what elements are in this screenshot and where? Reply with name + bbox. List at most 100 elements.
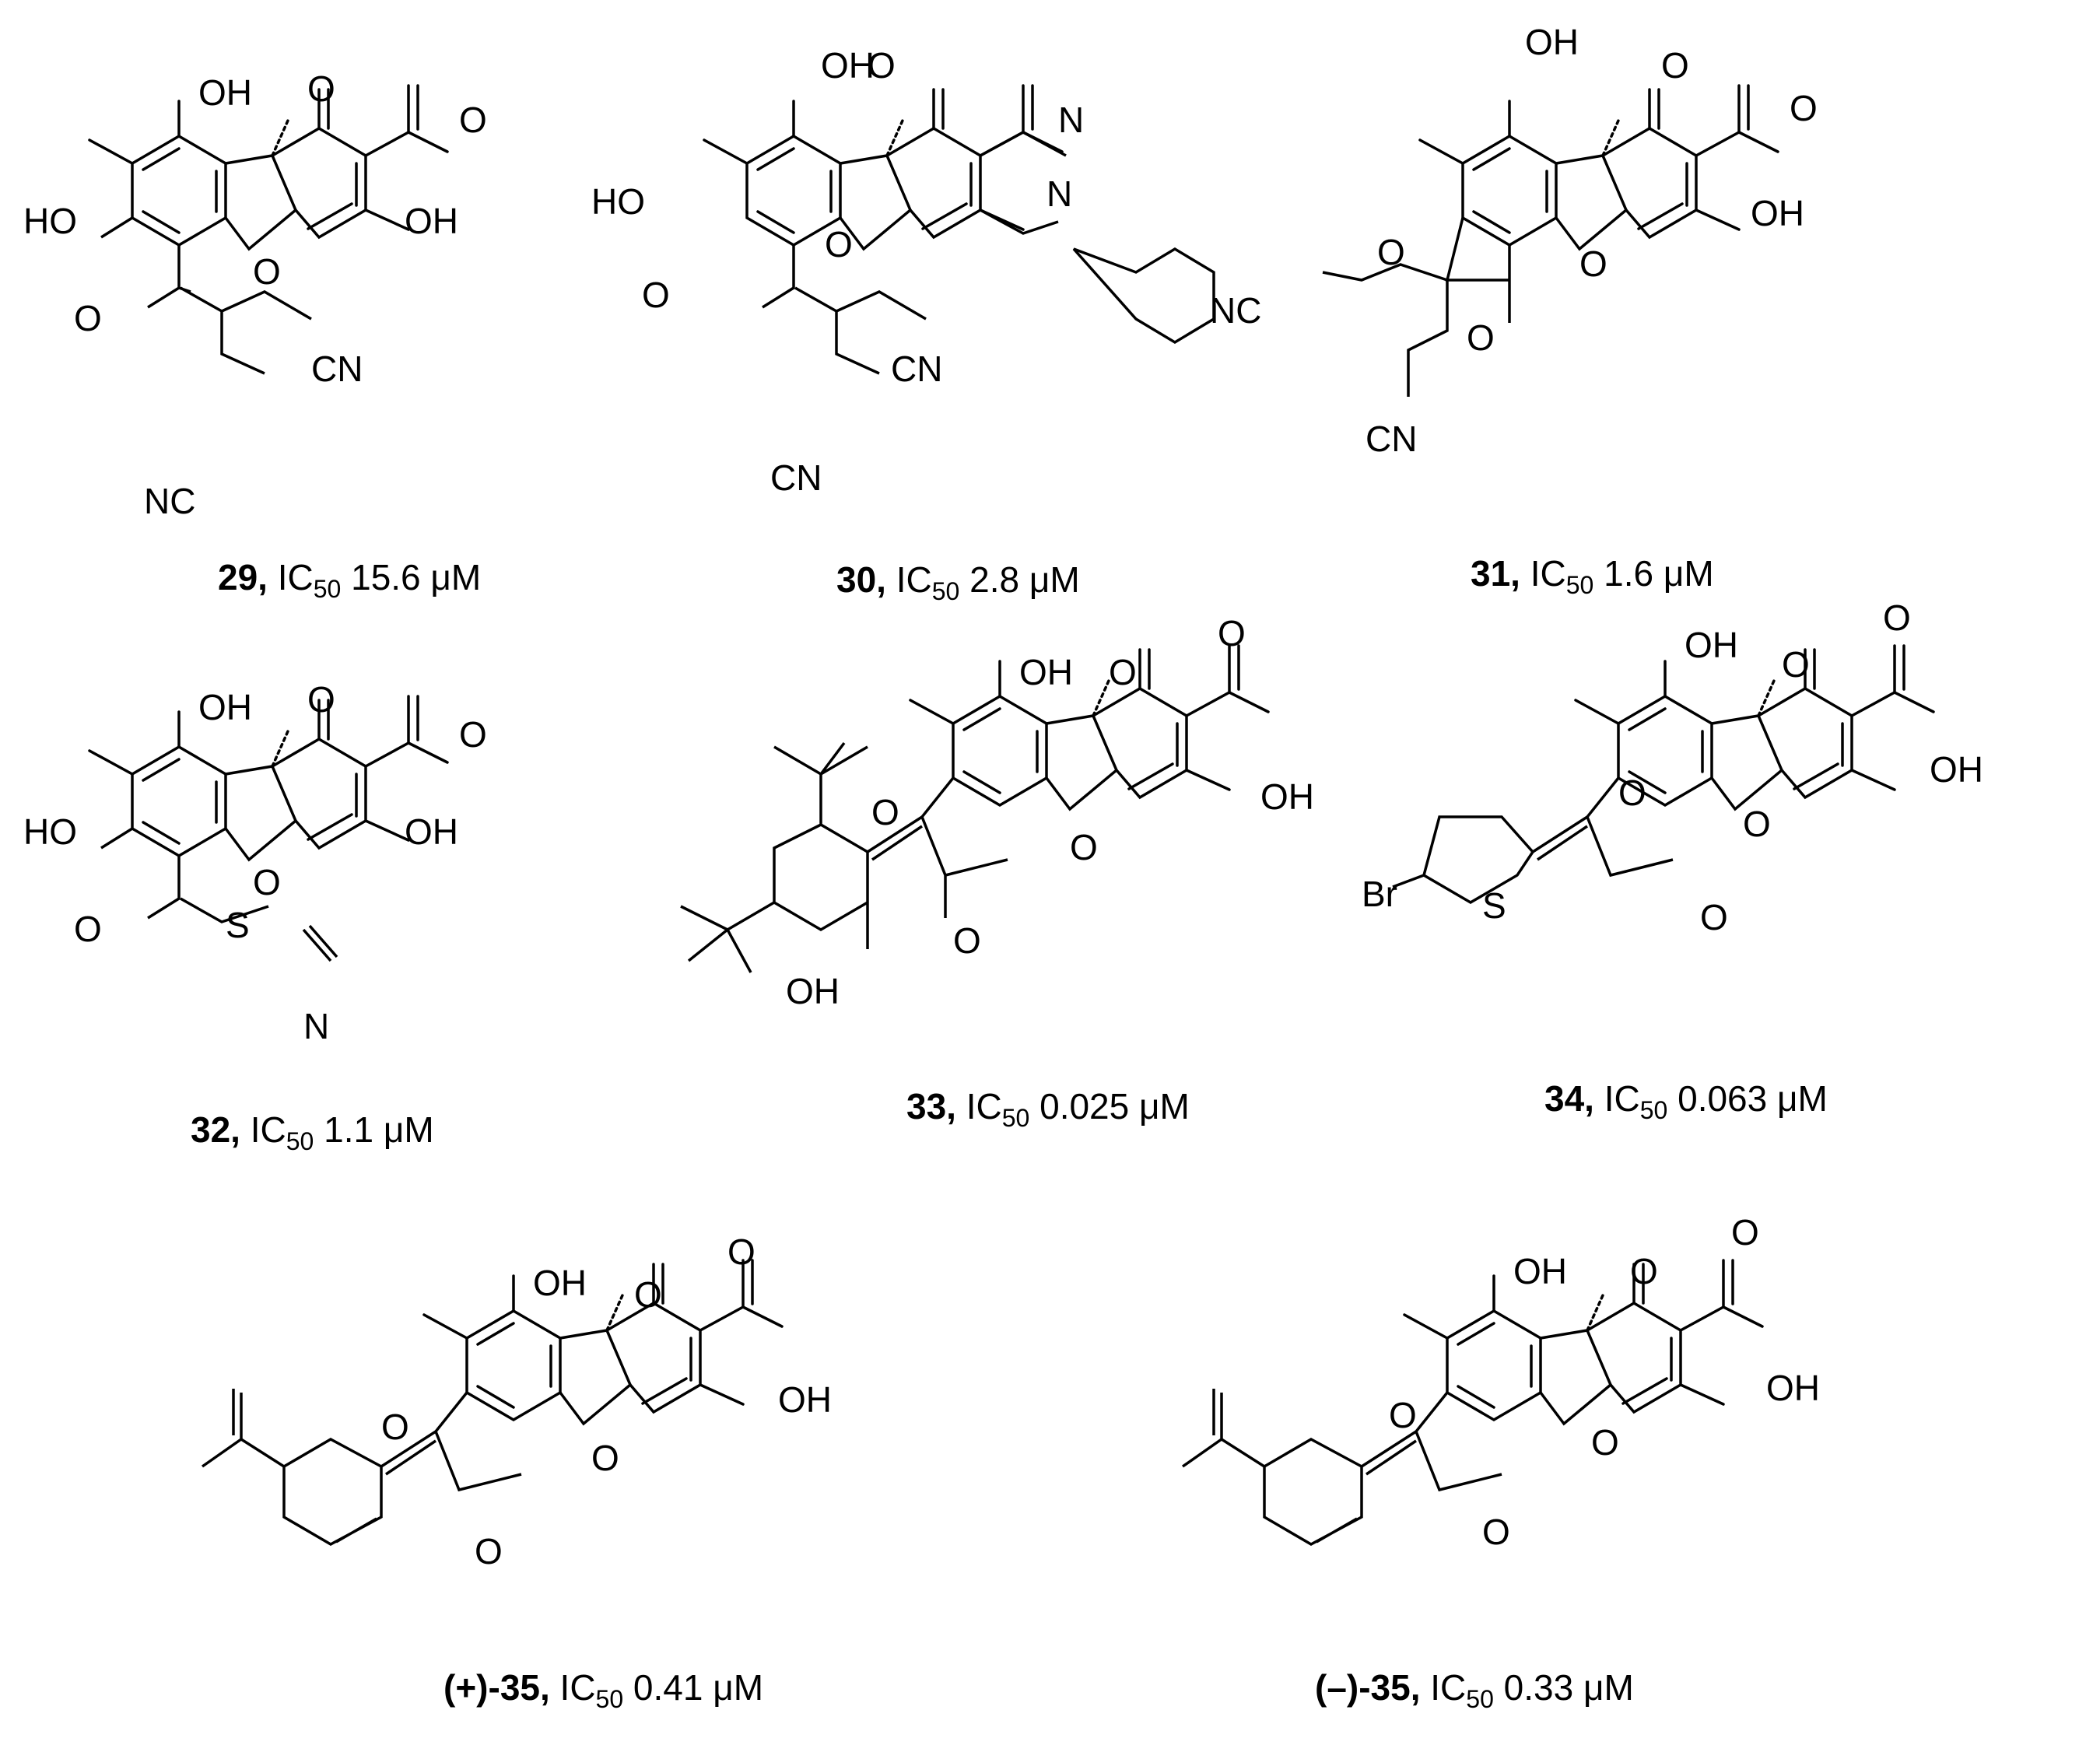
ic50-value: 0.063 μM: [1667, 1078, 1828, 1119]
atom-ho: HO: [591, 181, 645, 222]
atom-oh: OH: [1751, 193, 1804, 233]
atom-o: O: [1700, 897, 1728, 937]
atom-o: O: [634, 1274, 662, 1315]
atom-o: O: [1467, 317, 1495, 358]
compound-31-structure: [1322, 84, 1779, 397]
compound-plus-35-structure: [201, 1259, 784, 1547]
ic50-label: IC: [250, 1109, 286, 1150]
atom-cn: CN: [891, 349, 942, 389]
atom-o: O: [459, 100, 487, 140]
compound-number: (+)-35,: [443, 1667, 550, 1708]
atom-n: N: [303, 1006, 329, 1046]
atom-oh: OH: [1260, 776, 1314, 817]
atom-o: O: [868, 45, 896, 86]
atom-o: O: [1070, 827, 1098, 867]
atom-o: O: [1482, 1512, 1510, 1552]
ic50-label: IC: [559, 1667, 596, 1708]
atom-oh: OH: [786, 971, 840, 1011]
caption-30: 30, IC50 2.8 μM: [836, 559, 1080, 604]
ic50-subscript: 50: [313, 575, 342, 603]
caption-minus-35: (–)-35, IC50 0.33 μM: [1315, 1666, 1634, 1712]
compound-number: (–)-35,: [1315, 1667, 1421, 1708]
atom-o: O: [475, 1531, 503, 1572]
atom-o: O: [1743, 804, 1771, 844]
atom-o: O: [1389, 1395, 1417, 1435]
atom-oh: OH: [778, 1379, 832, 1420]
atom-o: O: [825, 224, 853, 265]
atom-o: O: [1109, 652, 1137, 692]
ic50-label: IC: [277, 557, 314, 597]
ic50-label: IC: [1604, 1078, 1640, 1119]
atom-oh: OH: [1930, 749, 1983, 790]
atom-o: O: [953, 920, 981, 961]
ic50-value: 1.1 μM: [314, 1109, 434, 1150]
atom-o: O: [74, 298, 102, 338]
atom-n: N: [1058, 100, 1084, 140]
compound-number: 30,: [836, 559, 886, 600]
caption-33: 33, IC50 0.025 μM: [906, 1085, 1190, 1130]
caption-29: 29, IC50 15.6 μM: [218, 556, 481, 601]
atom-oh: OH: [1685, 625, 1738, 665]
ic50-value: 0.33 μM: [1493, 1667, 1634, 1708]
compound-number: 33,: [906, 1086, 956, 1127]
ic50-subscript: 50: [595, 1685, 624, 1713]
caption-34: 34, IC50 0.063 μM: [1544, 1077, 1828, 1123]
atom-o: O: [1377, 232, 1405, 272]
atom-o: O: [1790, 88, 1818, 128]
ic50-value: 2.8 μM: [959, 559, 1080, 600]
atom-ho: HO: [23, 201, 77, 241]
atom-oh: OH: [1766, 1368, 1820, 1408]
atom-o: O: [253, 251, 281, 292]
ic50-subscript: 50: [931, 577, 960, 605]
atom-nc: NC: [144, 481, 195, 521]
ic50-label: IC: [1530, 553, 1566, 594]
atom-o: O: [381, 1407, 409, 1447]
atom-oh: OH: [1513, 1251, 1567, 1291]
ic50-label: IC: [1430, 1667, 1467, 1708]
atom-oh: OH: [405, 811, 458, 852]
ic50-label: IC: [966, 1086, 1002, 1127]
atom-o: O: [1782, 644, 1810, 685]
ic50-subscript: 50: [1639, 1096, 1668, 1124]
compound-number: 34,: [1544, 1078, 1594, 1119]
atom-o: O: [253, 862, 281, 902]
atom-oh: OH: [405, 201, 458, 241]
atom-cn: CN: [770, 457, 822, 498]
atom-oh: OH: [1019, 652, 1073, 692]
atom-n: N: [1046, 173, 1072, 214]
compound-minus-35-structure: [1181, 1259, 1764, 1547]
compound-34-structure: [1392, 644, 1935, 905]
compound-29-structure: [88, 84, 449, 375]
caption-32: 32, IC50 1.1 μM: [191, 1109, 434, 1154]
caption-plus-35: (+)-35, IC50 0.41 μM: [443, 1666, 764, 1712]
compound-number: 32,: [191, 1109, 240, 1150]
atom-ho: HO: [23, 811, 77, 852]
ic50-value: 1.6 μM: [1593, 553, 1714, 594]
atom-o: O: [1661, 45, 1689, 86]
ic50-value: 0.025 μM: [1029, 1086, 1190, 1127]
atom-s: S: [1482, 885, 1506, 926]
atom-nc: NC: [1210, 290, 1261, 331]
ic50-subscript: 50: [1565, 571, 1594, 599]
atom-o: O: [642, 275, 670, 315]
compound-number: 29,: [218, 557, 268, 597]
atom-o: O: [307, 68, 335, 109]
ic50-subscript: 50: [1466, 1685, 1494, 1713]
atom-cn: CN: [311, 349, 363, 389]
atom-oh: OH: [1525, 22, 1579, 62]
atom-o: O: [1591, 1422, 1619, 1463]
atom-o: O: [871, 792, 899, 832]
compound-number: 31,: [1471, 553, 1520, 594]
atom-oh: OH: [198, 72, 252, 113]
atom-o: O: [1630, 1251, 1658, 1291]
atom-o: O: [1579, 244, 1607, 284]
atom-oh: OH: [821, 45, 875, 86]
ic50-label: IC: [896, 559, 932, 600]
ic50-value: 0.41 μM: [623, 1667, 764, 1708]
atom-o: O: [1883, 597, 1911, 638]
atom-o: O: [307, 679, 335, 720]
atom-cn: CN: [1366, 419, 1417, 459]
atom-o: O: [459, 714, 487, 755]
compound-30-structure: [703, 84, 1215, 375]
